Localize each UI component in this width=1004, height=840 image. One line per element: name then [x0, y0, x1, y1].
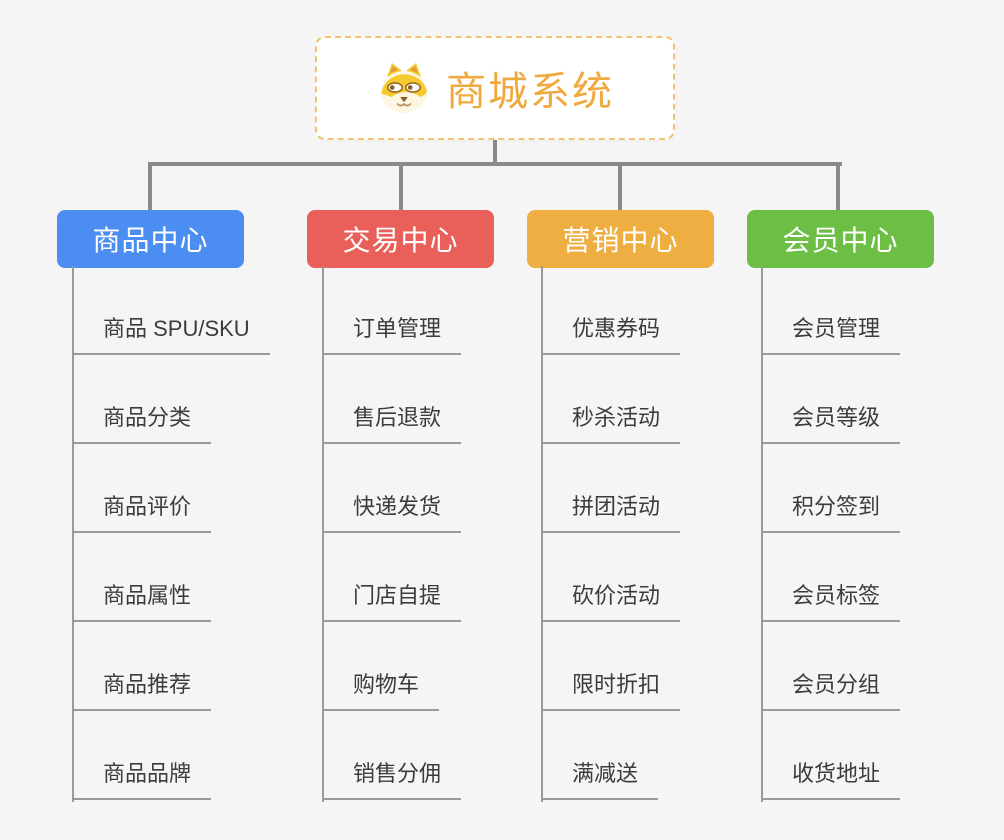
leaf-node[interactable]: 订单管理	[322, 313, 462, 355]
branch-drop-line-3	[618, 162, 622, 211]
branch-drop-line-1	[148, 162, 152, 211]
column-trunk-product	[72, 266, 74, 802]
leaf-node[interactable]: 商品品牌	[72, 758, 212, 800]
leaf-node[interactable]: 商品 SPU/SKU	[72, 313, 270, 355]
leaf-node[interactable]: 商品评价	[72, 491, 212, 533]
leaf-node[interactable]: 秒杀活动	[541, 402, 681, 444]
branch-drop-line-4	[836, 162, 840, 211]
branch-label: 交易中心	[342, 225, 459, 256]
branch-node-trade-center[interactable]: 交易中心	[307, 210, 494, 268]
leaf-node[interactable]: 会员等级	[761, 402, 901, 444]
leaf-node[interactable]: 限时折扣	[541, 669, 681, 711]
root-title: 商城系统	[446, 70, 614, 114]
branch-node-product-center[interactable]: 商品中心	[57, 210, 244, 268]
leaf-node[interactable]: 拼团活动	[541, 491, 681, 533]
column-trunk-trade	[322, 266, 324, 802]
leaf-node[interactable]: 购物车	[322, 669, 440, 711]
column-trunk-marketing	[541, 266, 543, 802]
branch-label: 会员中心	[782, 225, 899, 256]
leaf-node[interactable]: 满减送	[541, 758, 659, 800]
leaf-node[interactable]: 销售分佣	[322, 758, 462, 800]
leaf-node[interactable]: 积分签到	[761, 491, 901, 533]
leaf-node[interactable]: 商品分类	[72, 402, 212, 444]
leaf-node[interactable]: 会员标签	[761, 580, 901, 622]
root-node-mall-system[interactable]: 商城系统	[315, 36, 675, 140]
branch-label: 营销中心	[562, 225, 679, 256]
root-connector-stub	[493, 139, 497, 164]
branch-node-member-center[interactable]: 会员中心	[747, 210, 934, 268]
leaf-node[interactable]: 商品推荐	[72, 669, 212, 711]
branch-connector-hline	[148, 162, 842, 166]
branch-node-marketing-center[interactable]: 营销中心	[527, 210, 714, 268]
leaf-node[interactable]: 商品属性	[72, 580, 212, 622]
leaf-node[interactable]: 收货地址	[761, 758, 901, 800]
leaf-node[interactable]: 会员管理	[761, 313, 901, 355]
dog-face-icon	[381, 63, 427, 113]
leaf-node[interactable]: 会员分组	[761, 669, 901, 711]
leaf-node[interactable]: 优惠券码	[541, 313, 681, 355]
leaf-node[interactable]: 快递发货	[322, 491, 462, 533]
branch-label: 商品中心	[92, 225, 209, 256]
branch-drop-line-2	[399, 162, 403, 211]
leaf-node[interactable]: 门店自提	[322, 580, 462, 622]
leaf-node[interactable]: 售后退款	[322, 402, 462, 444]
column-trunk-member	[761, 266, 763, 802]
leaf-node[interactable]: 砍价活动	[541, 580, 681, 622]
